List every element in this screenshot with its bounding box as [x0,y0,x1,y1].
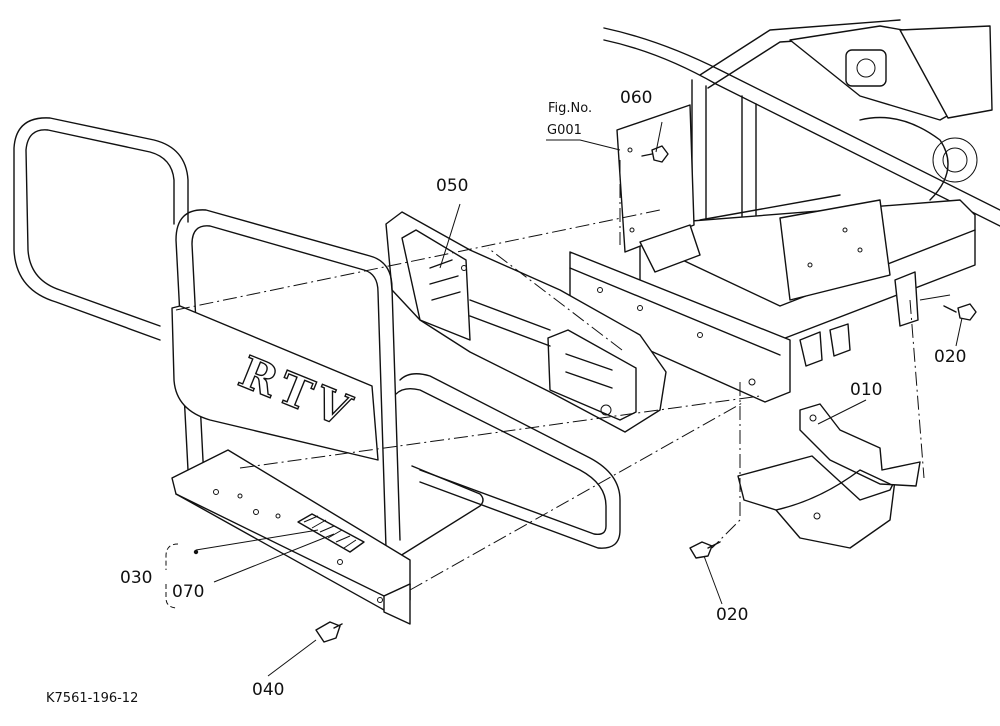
callout-040: 040 [252,680,284,700]
callout-020-lower: 020 [716,605,748,625]
bolt-040 [315,621,343,643]
callout-030: 030 [120,568,152,588]
callout-060: 060 [620,88,652,108]
vehicle-frame [569,19,1000,403]
fig-no-label: Fig.No. [548,101,592,116]
callout-020-right: 020 [934,347,966,367]
bolt-020-right [943,303,977,321]
fig-no-value: G001 [547,123,582,138]
drawing-id: K7561-196-12 [46,691,138,706]
callout-050: 050 [436,176,468,196]
bolt-020-lower [689,541,721,559]
callout-010: 010 [850,380,882,400]
brush-guard-030 [13,117,621,625]
skid-plate-010 [737,403,921,549]
callout-070: 070 [172,582,204,602]
assembly-lines [175,160,925,591]
leader-lines [165,121,963,677]
grille-guard-050 [385,211,667,433]
